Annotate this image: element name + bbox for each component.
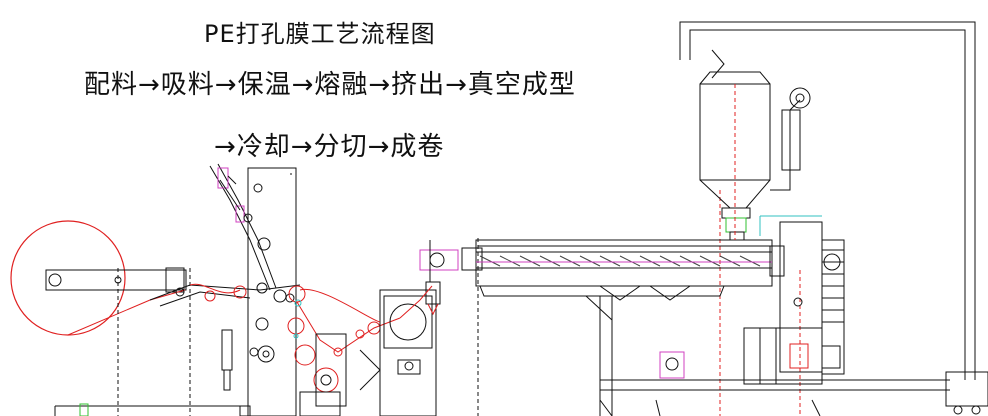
unwind-roll [10, 220, 187, 336]
slitting-arms [149, 163, 301, 307]
gearbox [759, 215, 845, 375]
winder-base [54, 403, 251, 416]
centre-lines [117, 190, 801, 416]
cooling-rollers [287, 285, 401, 416]
main-motor [743, 327, 841, 385]
hopper [679, 21, 976, 380]
extruder-barrel [419, 239, 785, 301]
process-flow-line-2: →冷却→分切→成卷 [214, 132, 445, 162]
diagram-title: PE打孔膜工艺流程图 [204, 20, 436, 48]
extruder-stand [585, 295, 988, 416]
process-flow-line-1: 配料→吸料→保温→熔融→挤出→真空成型 [84, 70, 576, 100]
winder-frame [221, 167, 297, 416]
film-web-path [299, 285, 433, 323]
vacuum-forming-unit [359, 281, 441, 416]
